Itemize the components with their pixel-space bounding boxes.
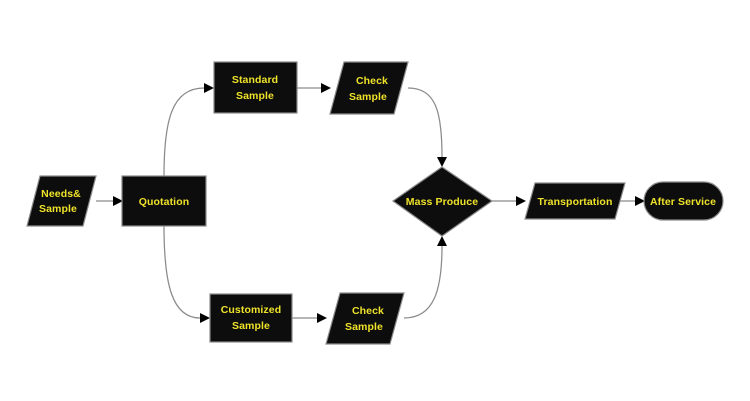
edge-standard-to-check-top [297, 83, 331, 93]
check-sample-bottom-shape[interactable] [325, 292, 405, 345]
node-customized-sample[interactable]: Customized Sample [209, 293, 293, 343]
edge-customized-to-check-bottom [292, 313, 327, 323]
quotation-label: Quotation [139, 196, 189, 208]
customized-sample-label-line2: Sample [232, 320, 270, 332]
node-mass-produce[interactable]: Mass Produce [391, 166, 494, 237]
node-check-sample-bottom[interactable]: Check Sample [325, 292, 405, 345]
edge-mass-to-transportation [492, 196, 526, 206]
customized-sample-label-line1: Customized [221, 304, 282, 316]
needs-sample-shape[interactable] [26, 175, 97, 227]
transportation-shape[interactable] [524, 182, 626, 220]
arrowhead-icon [204, 83, 214, 93]
arrowhead-icon [317, 313, 327, 323]
mass-produce-shape[interactable] [391, 166, 494, 237]
edge-check-bottom-to-mass [403, 236, 447, 319]
arrowhead-icon [635, 196, 645, 206]
arrowhead-icon [321, 83, 331, 93]
arrowhead-icon [200, 313, 210, 323]
standard-sample-label-line2: Sample [236, 90, 274, 102]
edge-quotation-to-standard [163, 83, 214, 177]
needs-sample-label-line1: Needs& [41, 188, 81, 200]
edge-line [163, 225, 201, 319]
customized-sample-shape[interactable] [209, 293, 293, 343]
after-service-label: After Service [650, 196, 716, 208]
standard-sample-label-line1: Standard [232, 74, 278, 86]
after-service-shape[interactable] [643, 181, 724, 221]
node-transportation[interactable]: Transportation [524, 182, 626, 220]
node-check-sample-top[interactable]: Check Sample [329, 61, 409, 115]
arrowhead-icon [516, 196, 526, 206]
edge-check-top-to-mass [407, 87, 447, 167]
edge-line [163, 87, 205, 177]
check-sample-bottom-label-line2: Sample [345, 321, 383, 333]
check-sample-top-label-line2: Sample [349, 91, 387, 103]
arrowhead-icon [437, 157, 447, 167]
edge-line [407, 87, 443, 158]
check-sample-top-label-line1: Check [356, 75, 388, 87]
node-standard-sample[interactable]: Standard Sample [213, 61, 298, 114]
edge-quotation-to-customized [163, 225, 210, 323]
check-sample-top-shape[interactable] [329, 61, 409, 115]
node-needs-sample[interactable]: Needs& Sample [26, 175, 97, 227]
check-sample-bottom-label-line1: Check [352, 305, 384, 317]
edge-needs-to-quotation [96, 196, 123, 206]
node-after-service[interactable]: After Service [643, 181, 724, 221]
mass-produce-label: Mass Produce [406, 196, 478, 208]
transportation-label: Transportation [538, 196, 613, 208]
arrowhead-icon [113, 196, 123, 206]
edge-line [403, 245, 443, 319]
node-quotation[interactable]: Quotation [121, 175, 207, 227]
needs-sample-label-line2: Sample [39, 203, 77, 215]
quotation-shape[interactable] [121, 175, 207, 227]
arrowhead-icon [437, 236, 447, 246]
standard-sample-shape[interactable] [213, 61, 298, 114]
